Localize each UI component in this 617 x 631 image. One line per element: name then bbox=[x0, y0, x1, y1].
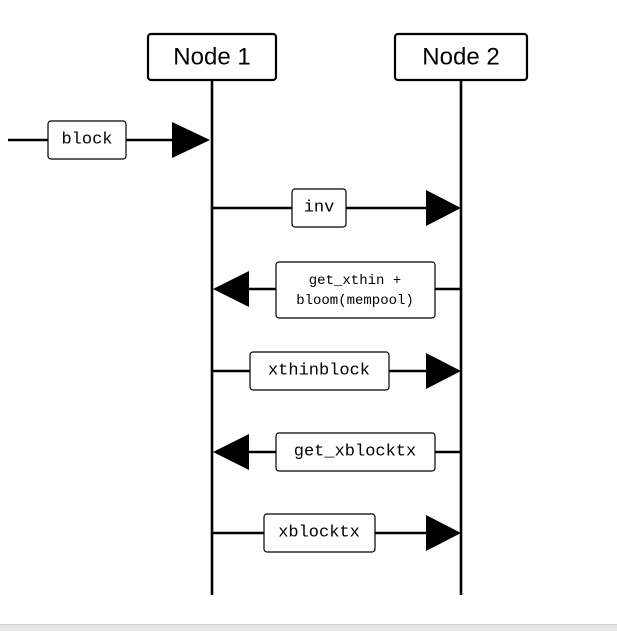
message-label-box bbox=[291, 188, 347, 228]
message-get-xblocktx: get_xblocktx bbox=[213, 432, 461, 472]
message-xblocktx: xblocktx bbox=[212, 513, 461, 553]
message-xthinblock: xthinblock bbox=[212, 351, 461, 391]
arrowhead-right bbox=[426, 353, 461, 389]
message-inv: inv bbox=[212, 188, 461, 228]
arrowhead-right bbox=[426, 190, 461, 226]
node-1-box bbox=[146, 32, 278, 82]
message-label-line-2: bloom(mempool) bbox=[296, 293, 414, 309]
message-label-box bbox=[275, 261, 436, 319]
arrowhead-right bbox=[426, 515, 461, 551]
bottom-strip bbox=[0, 624, 617, 631]
message-label: inv bbox=[304, 199, 335, 218]
message-label-box bbox=[263, 513, 376, 553]
node-2-header: Node 2 bbox=[393, 32, 529, 82]
node-1-header: Node 1 bbox=[146, 32, 278, 82]
message-label-box bbox=[47, 120, 127, 160]
message-label-box bbox=[275, 432, 436, 472]
message-label: xthinblock bbox=[268, 362, 370, 381]
node-1-label: Node 1 bbox=[173, 44, 250, 71]
message-label: block bbox=[61, 131, 112, 150]
message-label: get_xblocktx bbox=[294, 443, 416, 462]
arrowhead-left bbox=[213, 271, 249, 307]
message-get-xthin: get_xthin + bloom(mempool) bbox=[213, 261, 461, 319]
node-2-box bbox=[393, 32, 529, 82]
node-2-label: Node 2 bbox=[422, 44, 499, 71]
message-label: xblocktx bbox=[278, 524, 360, 543]
arrowhead-right bbox=[172, 122, 210, 158]
message-label-line-1: get_xthin + bbox=[309, 273, 401, 289]
message-label-box bbox=[249, 351, 390, 391]
message-block: block bbox=[8, 120, 210, 160]
arrowhead-left bbox=[213, 434, 249, 470]
